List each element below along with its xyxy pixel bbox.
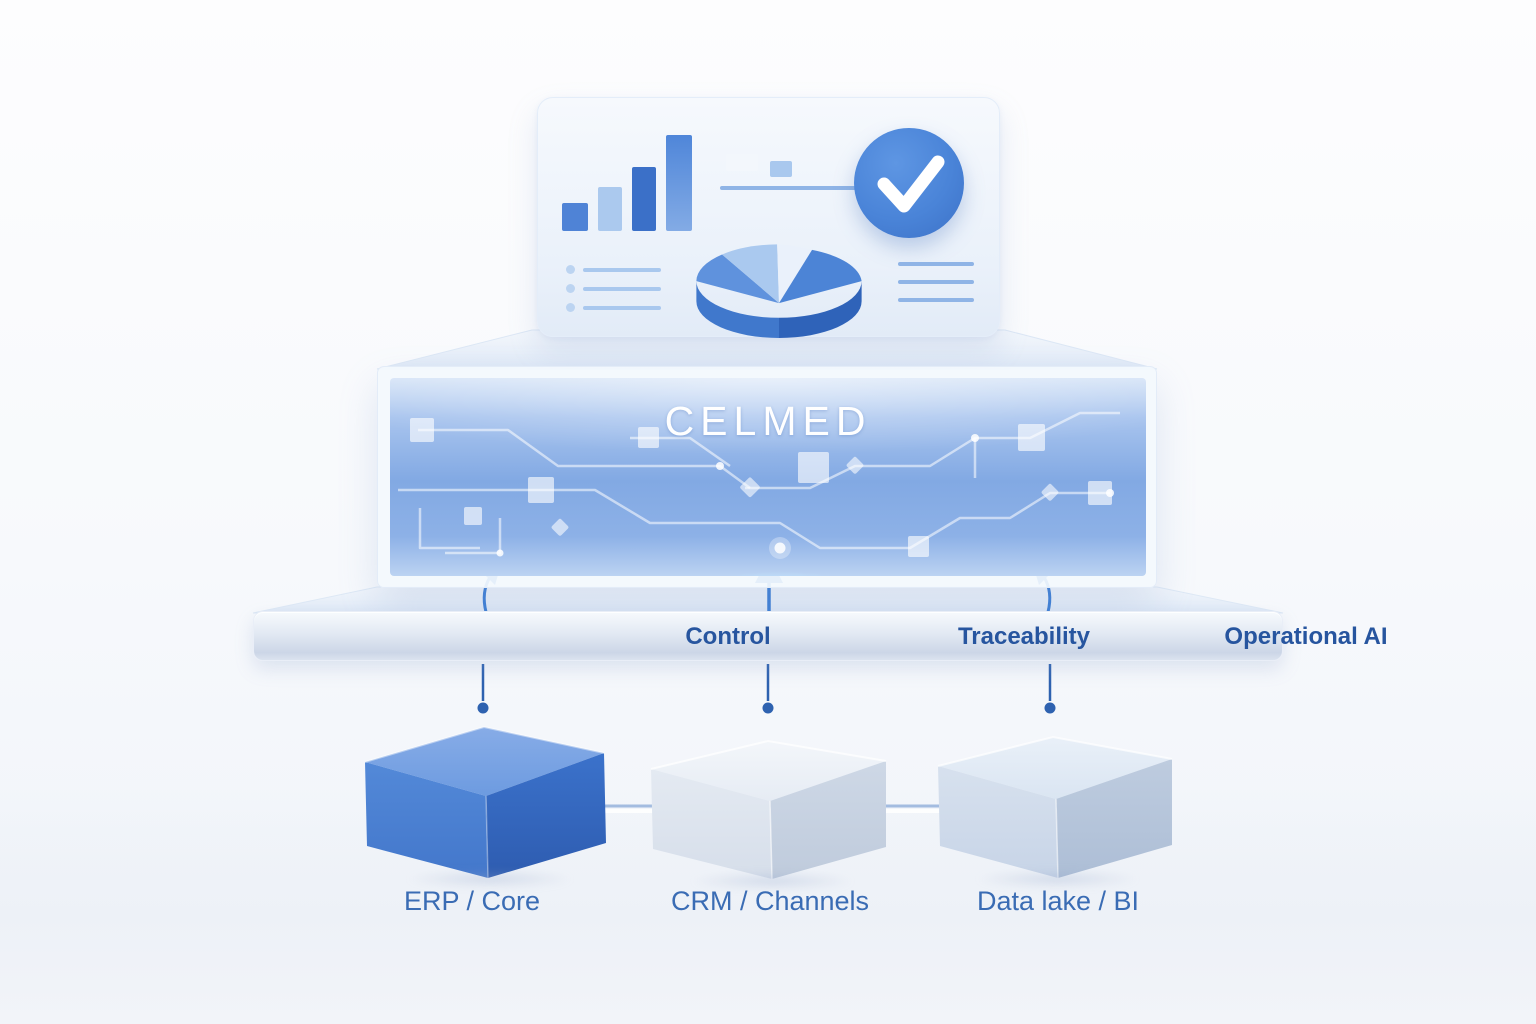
capability-label-operational-ai: Operational AI: [1224, 623, 1388, 650]
dashboard-card: [537, 97, 1000, 338]
capability-label-control: Control: [685, 623, 771, 650]
cube-shadow: [655, 868, 890, 894]
panel-glow: [680, 566, 880, 576]
bullet-list: [566, 260, 661, 317]
cube-shadow: [370, 866, 610, 892]
checkmark-icon: [854, 128, 964, 238]
system-label-crm-channels: CRM / Channels: [670, 886, 870, 916]
stat-rect: [770, 161, 792, 177]
system-label-erp-core: ERP / Core: [403, 886, 541, 916]
text-line: [583, 305, 661, 310]
pie-chart-icon: [676, 226, 882, 338]
system-label-data-lake-bi: Data lake / BI: [976, 886, 1140, 916]
text-line: [898, 262, 974, 266]
text-line: [583, 286, 661, 291]
text-line: [898, 280, 974, 284]
divider-line: [720, 186, 872, 190]
celmed-panel: CELMED: [390, 378, 1146, 576]
bar: [632, 167, 656, 231]
bullet-dot: [566, 303, 575, 312]
bar: [562, 203, 588, 231]
text-line: [583, 267, 661, 272]
stat-rect: [726, 154, 758, 171]
text-lines: [898, 262, 974, 316]
capability-bar: Control Traceability Operational AI: [253, 611, 1388, 661]
bullet-dot: [566, 284, 575, 293]
circuit-pattern: [398, 411, 1120, 559]
bar: [598, 187, 622, 231]
connector-line: [477, 664, 1056, 714]
bullet-dot: [566, 265, 575, 274]
bar: [666, 135, 692, 231]
cube-erp-core: [364, 725, 606, 879]
capability-label-traceability: Traceability: [957, 623, 1091, 650]
bar-chart-icon: [562, 134, 694, 231]
celmed-platform-box: CELMED: [377, 366, 1157, 588]
text-line: [898, 298, 974, 302]
platform-title: CELMED: [664, 398, 872, 444]
cube-crm-channels: [650, 739, 887, 880]
cube-shadow: [940, 866, 1175, 892]
cube-data-lake-bi: [937, 735, 1173, 879]
